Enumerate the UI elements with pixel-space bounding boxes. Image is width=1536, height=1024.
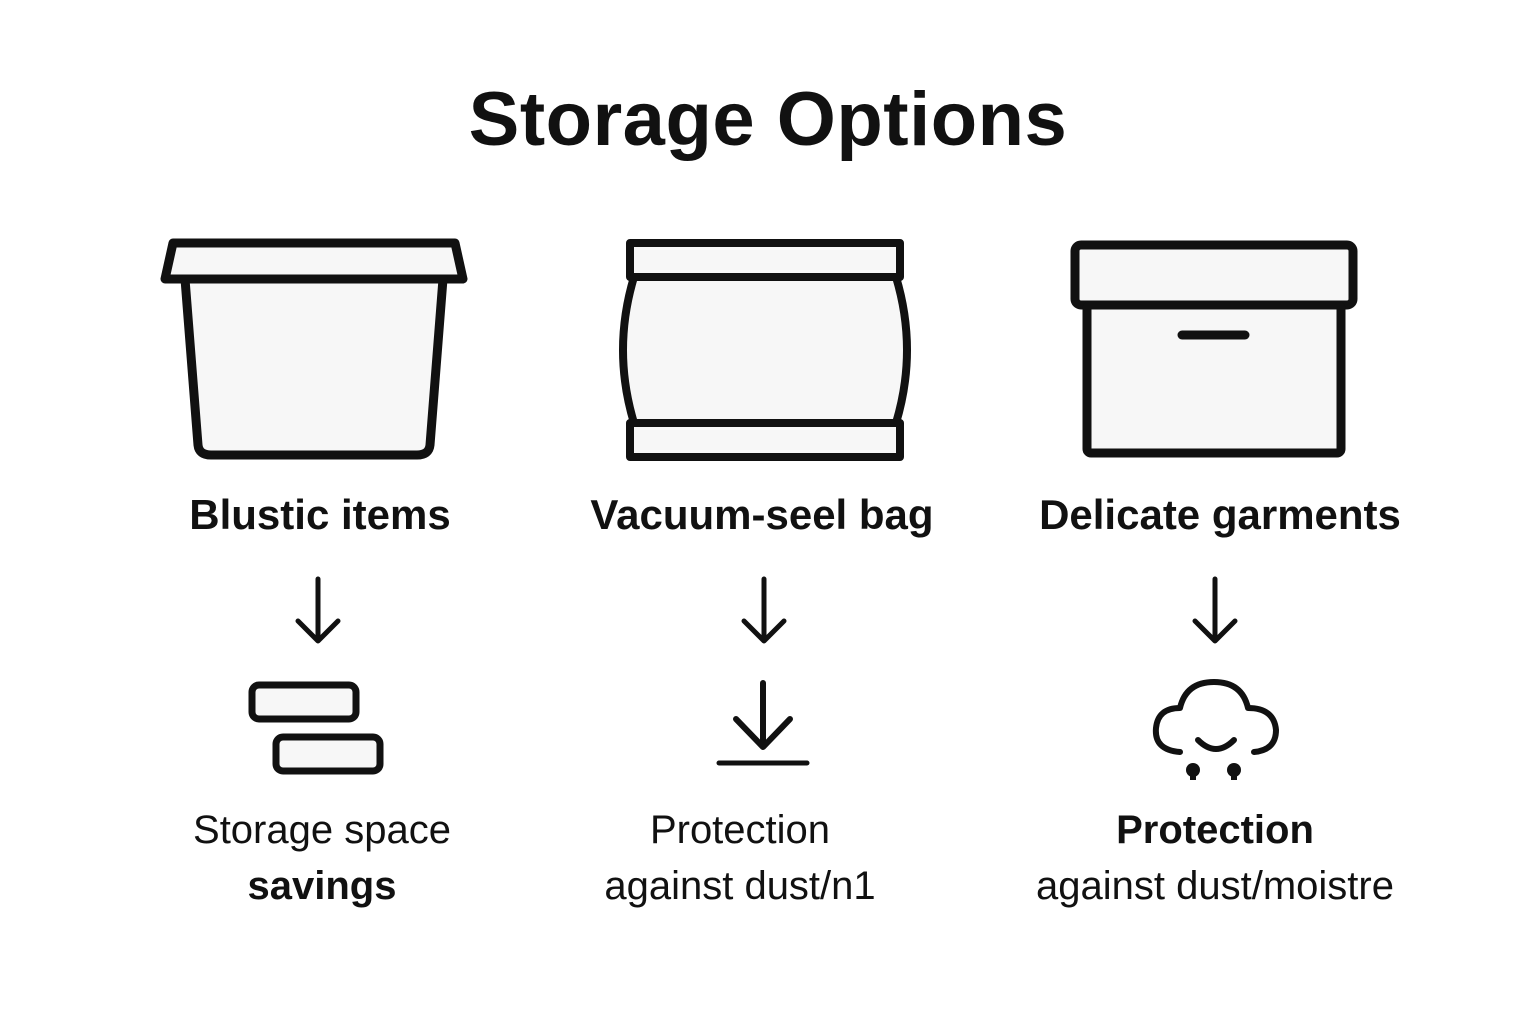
arrow-down-icon	[741, 576, 787, 644]
download-compress-icon	[716, 680, 810, 766]
label-delicate-garments: Delicate garments	[1039, 491, 1401, 538]
arrow-down-icon	[1192, 576, 1238, 644]
stacked-blocks-icon	[248, 681, 384, 775]
label-vacuum-bag: Vacuum-seel bag	[590, 491, 934, 538]
storage-box-icon	[1070, 240, 1358, 458]
label-plastic-items: Blustic items	[189, 491, 451, 538]
result-space-savings: Storage space savings	[62, 802, 582, 914]
result-dust-protection: Protection against dust/n1	[480, 802, 1000, 914]
vacuum-bag-icon	[619, 239, 911, 461]
result-line-2: savings	[247, 864, 397, 908]
result-moisture-protection: Protection against dust/moistre	[955, 802, 1475, 914]
page-title: Storage Options	[468, 77, 1068, 162]
result-line-1: Protection	[649, 808, 831, 852]
cloud-moisture-icon	[1152, 679, 1279, 780]
arrow-down-icon	[295, 576, 341, 644]
result-line-1: Storage space	[193, 808, 451, 852]
plastic-bin-icon	[160, 238, 468, 460]
result-line-2: against dust/n1	[604, 864, 876, 908]
column-plastic-items: Blustic items Storage space savings	[0, 0, 640, 1024]
result-line-1: Protection	[1116, 808, 1314, 852]
result-line-2: against dust/moistre	[1036, 864, 1394, 908]
